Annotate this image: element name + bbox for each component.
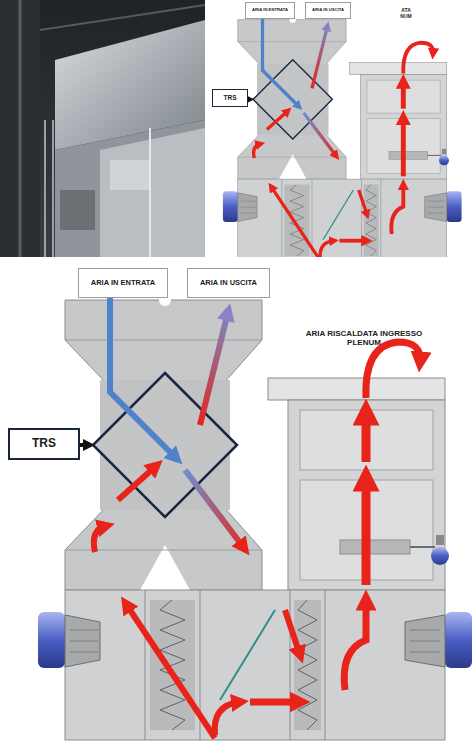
- unit-drawing-copy: [223, 16, 462, 257]
- unit-drawing-main: [38, 294, 472, 740]
- box-text: ARIA IN ENTRATA: [91, 279, 155, 288]
- label-box: ARIA IN ENTRATA: [78, 268, 168, 298]
- panel: [110, 160, 150, 190]
- box-text: ARIA RISCALDATA INGRESSO PLENUM: [305, 329, 423, 347]
- pillar: [19, 0, 22, 257]
- wall: [0, 0, 40, 257]
- label-box: ATA NUM: [395, 3, 417, 25]
- plant-photo: [0, 0, 205, 257]
- box-text: ATA NUM: [395, 8, 417, 20]
- unit-drawing-small: [210, 0, 474, 257]
- label-box: ARIA RISCALDATA INGRESSO PLENUM: [305, 318, 423, 358]
- label-box: TRS: [212, 89, 248, 107]
- box-text: ARIA IN USCITA: [200, 279, 257, 288]
- ladder: [44, 120, 46, 257]
- label-box: ARIA IN USCITA: [305, 2, 351, 19]
- box-text: ARIA IN USCITA: [312, 8, 344, 13]
- ceiling-beam: [40, 5, 205, 30]
- machine-panel: [100, 128, 205, 257]
- label-box: ARIA IN USCITA: [187, 268, 270, 298]
- photo-background: [0, 0, 205, 257]
- panel-edge: [149, 128, 151, 257]
- box-text: ARIA IN ENTRATA: [252, 8, 288, 13]
- label-box: ARIA IN ENTRATA: [245, 2, 295, 19]
- ladder: [52, 120, 54, 257]
- machine-side: [55, 120, 205, 257]
- scaled-group: [223, 16, 462, 257]
- label-box: TRS: [8, 428, 80, 460]
- control-box: [60, 190, 95, 230]
- box-text: TRS: [224, 94, 237, 101]
- box-text: TRS: [32, 437, 56, 451]
